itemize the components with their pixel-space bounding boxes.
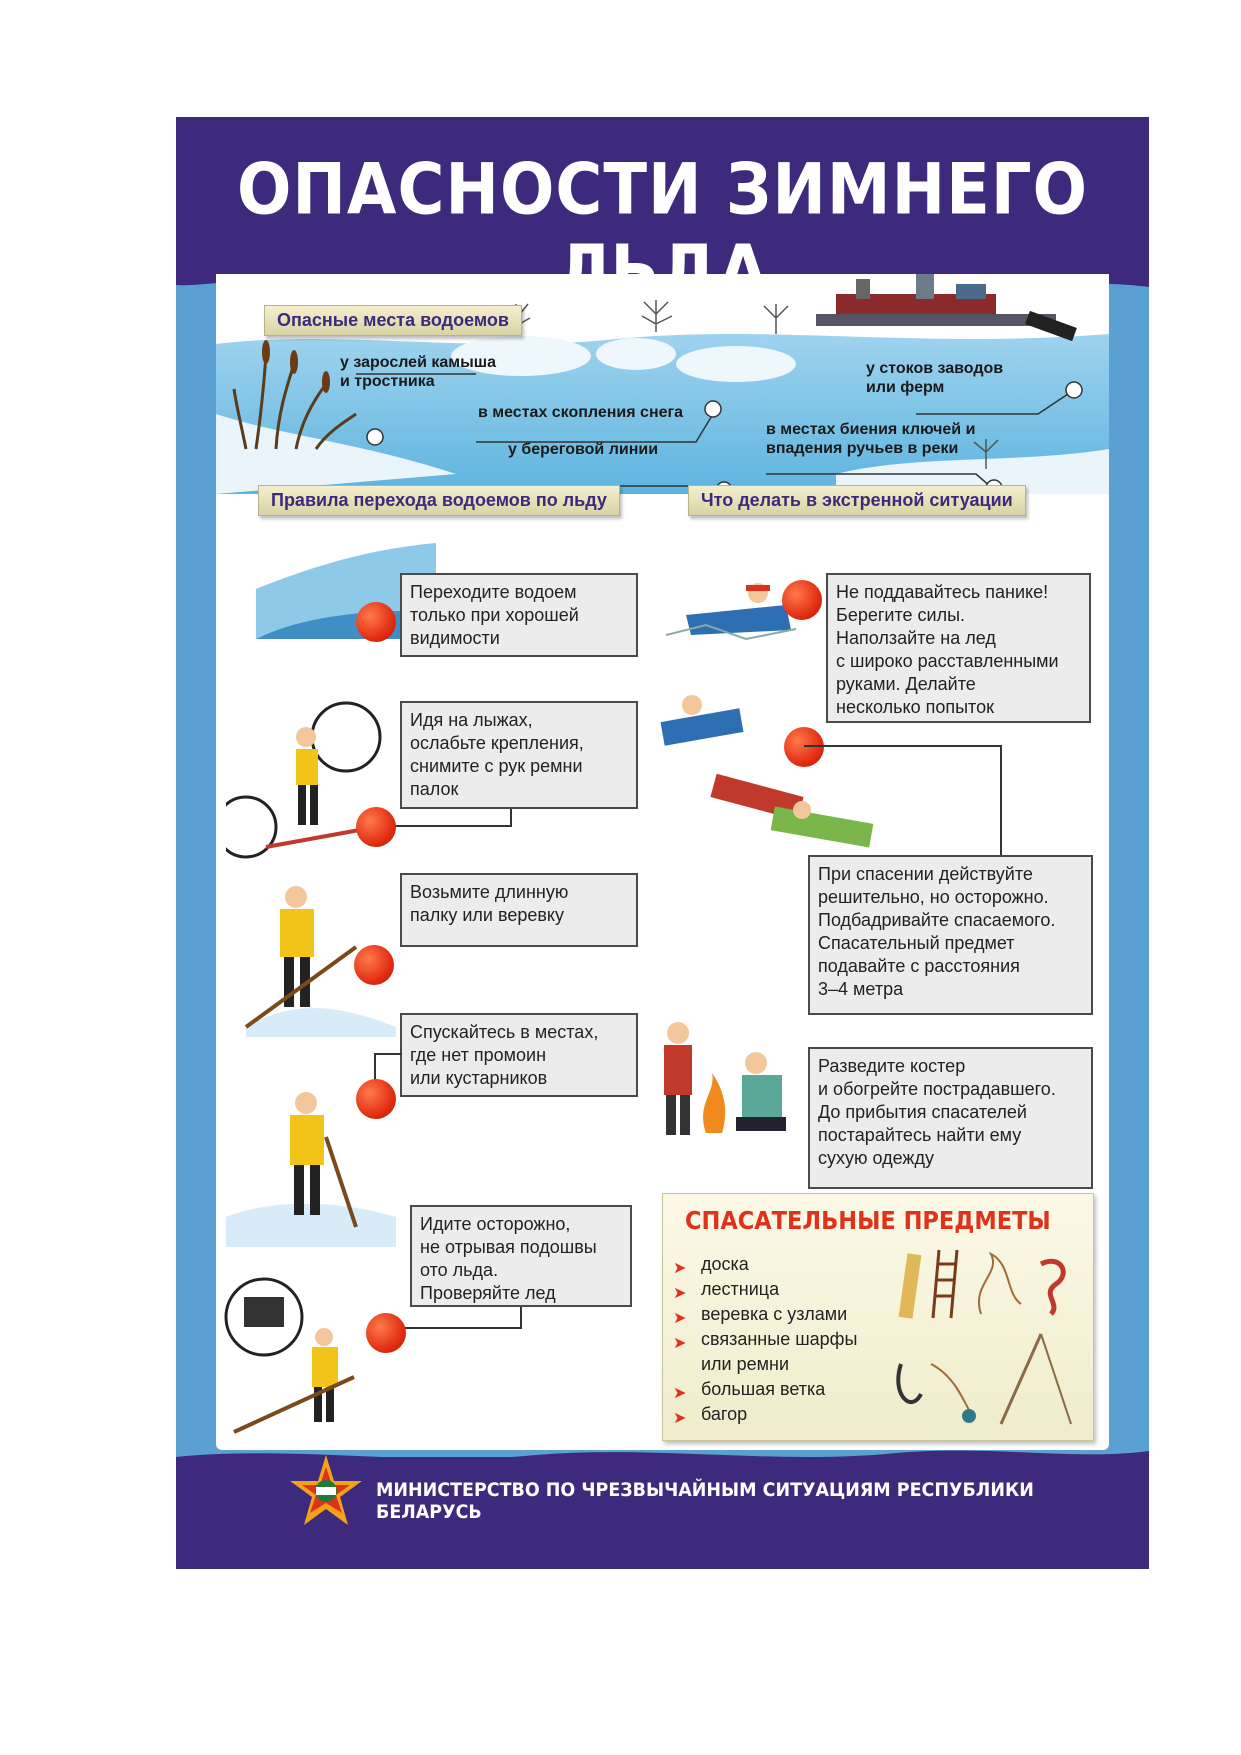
- rule-marker-3: [354, 945, 394, 985]
- emergency-heading: Что делать в экстренной ситуации: [688, 485, 1026, 516]
- emergency-connector-2: [804, 745, 1002, 857]
- rule-marker-4: [356, 1079, 396, 1119]
- arrow-icon: ➤: [673, 1310, 687, 1327]
- descending-person-illustration: [226, 1092, 396, 1247]
- footer-ministry-name: МИНИСТЕРСТВО ПО ЧРЕЗВЫЧАЙНЫМ СИТУАЦИЯМ Р…: [376, 1479, 1034, 1523]
- water-scene: [216, 274, 1109, 494]
- rule-marker-2: [356, 807, 396, 847]
- list-item: ➤лестница: [673, 1277, 857, 1302]
- callout-factory: у стоков заводов или ферм: [866, 360, 1004, 396]
- arrow-icon: ➤: [673, 1285, 687, 1302]
- emergency-marker-2: [784, 727, 824, 767]
- header-band: [176, 117, 1149, 277]
- skier-illustration: [226, 701, 382, 859]
- ministry-emblem-icon: [290, 1455, 362, 1525]
- list-item: ➤большая ветка: [673, 1377, 857, 1402]
- callout-shoreline: у береговой линии: [508, 441, 659, 458]
- list-item: ➤связанные шарфы или ремни: [673, 1329, 858, 1374]
- callout-springs: в местах биения ключей и впадения ручьев…: [766, 421, 976, 457]
- rescue-items-list: ➤доска ➤лестница ➤веревка с узлами ➤связ…: [673, 1252, 857, 1427]
- factory-icon: [816, 274, 1077, 342]
- dangerous-places-heading: Опасные места водоемов: [264, 305, 522, 336]
- rule-connector-5: [384, 1307, 522, 1329]
- poster: ОПАСНОСТИ ЗИМНЕГО ЛЬДА: [176, 117, 1149, 1569]
- swimmer-in-ice-illustration: [666, 583, 797, 641]
- rule-visibility-box: Переходите водоем только при хорошей вид…: [400, 573, 638, 657]
- rule-marker-1: [356, 602, 396, 642]
- arrow-icon: ➤: [673, 1410, 687, 1427]
- rule-careful-box: Идите осторожно, не отрывая подошвы ото …: [410, 1205, 632, 1307]
- rule-descend-box: Спускайтесь в местах, где нет промоин ил…: [400, 1013, 638, 1097]
- campfire-illustration: [664, 1022, 786, 1135]
- careful-walk-illustration: [224, 1277, 355, 1434]
- list-item: ➤веревка с узлами: [673, 1302, 857, 1327]
- person-with-stick-illustration: [244, 886, 396, 1037]
- rule-connector-2: [376, 809, 512, 827]
- rule-marker-5: [366, 1313, 406, 1353]
- rescue-items-heading: СПАСАТЕЛЬНЫЕ ПРЕДМЕТЫ: [685, 1206, 1051, 1235]
- arrow-icon: ➤: [673, 1260, 687, 1277]
- list-item: ➤доска: [673, 1252, 857, 1277]
- rule-skis-box: Идя на лыжах, ослабьте крепления, снимит…: [400, 701, 638, 809]
- callout-reeds: у зарослей камыша и тростника: [340, 354, 496, 390]
- rule-connector-4: [374, 1053, 402, 1085]
- emergency-panic-box: Не поддавайтесь панике! Берегите силы. Н…: [826, 573, 1091, 723]
- crossing-rules-heading: Правила перехода водоемов по льду: [258, 485, 620, 516]
- arrow-icon: ➤: [673, 1335, 687, 1352]
- emergency-rescue-box: При спасении действуйте решительно, но о…: [808, 855, 1093, 1015]
- rescue-tools-illustration: [896, 1249, 1072, 1425]
- list-item: ➤багор: [673, 1402, 857, 1427]
- callout-snow: в местах скопления снега: [478, 404, 684, 421]
- emergency-fire-box: Разведите костер и обогрейте пострадавше…: [808, 1047, 1093, 1189]
- arrow-icon: ➤: [673, 1385, 687, 1402]
- rescue-items-panel: СПАСАТЕЛЬНЫЕ ПРЕДМЕТЫ ➤доска ➤лестница ➤…: [662, 1193, 1094, 1441]
- rule-stick-box: Возьмите длинную палку или веревку: [400, 873, 638, 947]
- rescue-chain-illustration: [660, 695, 874, 848]
- emergency-marker-1: [782, 580, 822, 620]
